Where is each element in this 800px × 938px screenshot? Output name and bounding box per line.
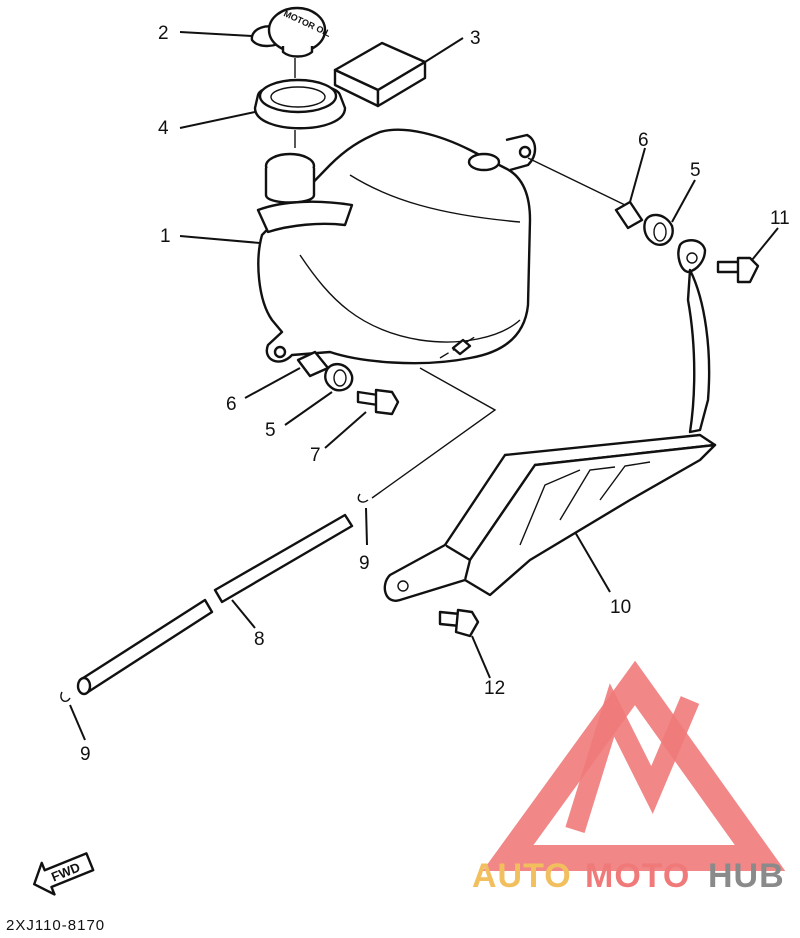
part-7-bolt <box>356 388 400 416</box>
part-1-oil-tank <box>256 128 537 365</box>
watermark-auto: AUTO <box>472 857 572 895</box>
callout-9-upper: 9 <box>359 553 370 574</box>
part-8-hose <box>76 513 354 696</box>
part-10-bracket <box>383 239 717 602</box>
callout-1: 1 <box>160 226 171 247</box>
callout-5-right: 5 <box>690 160 701 181</box>
part-5-grommet-right <box>643 213 674 247</box>
callout-6-left: 6 <box>226 394 237 415</box>
watermark-moto: MOTO <box>585 857 690 895</box>
part-4-grommet <box>253 78 347 130</box>
callout-3: 3 <box>470 28 481 49</box>
callout-12: 12 <box>484 678 505 699</box>
diagram-code: 2XJ110-8170 <box>6 917 105 934</box>
part-11-bolt <box>716 256 760 284</box>
callout-2: 2 <box>158 23 169 44</box>
callout-10: 10 <box>610 597 631 618</box>
part-6-collar-left <box>296 350 330 378</box>
part-5-grommet-left <box>324 363 354 392</box>
callout-8: 8 <box>254 629 265 650</box>
callout-11: 11 <box>770 208 790 229</box>
callout-7: 7 <box>310 445 321 466</box>
fwd-arrow: FWD <box>32 852 95 896</box>
callout-5-left: 5 <box>265 420 276 441</box>
part-6-collar-right <box>614 200 644 230</box>
callout-4: 4 <box>158 118 169 139</box>
callout-6-right: 6 <box>638 130 649 151</box>
callout-9-lower: 9 <box>80 744 91 765</box>
watermark-logo <box>482 660 786 871</box>
part-3-block <box>333 41 427 108</box>
part-12-bolt <box>438 608 480 638</box>
leader-lines <box>69 31 779 741</box>
watermark-hub: HUB <box>708 857 785 895</box>
part-2-oil-cap: MOTOR OIL <box>250 6 333 58</box>
